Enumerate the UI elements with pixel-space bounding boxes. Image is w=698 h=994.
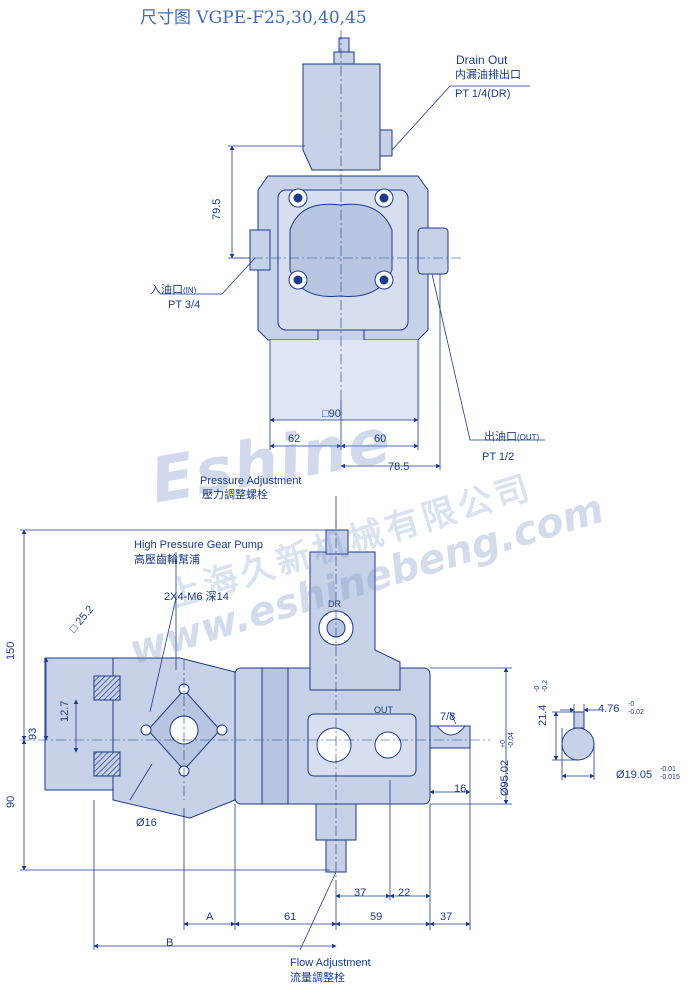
dim-79-5: 79.5 (211, 198, 223, 220)
dim-60: 60 (374, 433, 387, 445)
flow-adj-cn-label: 流量調整栓 (290, 972, 345, 984)
dim-dia-95-tol-up: +0 (500, 740, 507, 748)
drain-thread-label: PT 1/4(DR) (455, 88, 511, 100)
dim-37-lower: 37 (440, 911, 453, 923)
shaft-detail-circle (561, 727, 595, 761)
dim-21-4: 21.4 (537, 704, 549, 726)
dr-mark: DR (328, 599, 341, 609)
pressure-adj-label: Pressure Adjustment (200, 475, 302, 487)
front-view-pump (44, 529, 471, 873)
hp-pump-label: High Pressure Gear Pump (134, 539, 263, 551)
dim-62: 62 (288, 433, 301, 445)
shaft-detail-dims (552, 704, 600, 780)
dim-dia-16: Ø16 (136, 817, 157, 829)
screw-label: 2X4-M6 深14 (164, 591, 229, 603)
front-outlet-port (374, 731, 402, 759)
top-centerlines (235, 30, 462, 400)
dim-150: 150 (5, 641, 17, 660)
dim-square-90: □90 (322, 408, 341, 420)
dim-59: 59 (370, 911, 383, 923)
front-dimension-lines (20, 496, 512, 951)
dim-B: B (166, 937, 174, 949)
hp-pump-cn-label: 高壓齒輪幫浦 (134, 554, 200, 566)
dim-A: A (206, 911, 214, 923)
page-title: 尺寸图 VGPE-F25,30,40,45 (140, 8, 367, 28)
front-centerlines (20, 520, 490, 880)
top-bolts (288, 188, 394, 290)
outlet-cn-label: 出油口(OUT) (484, 431, 540, 443)
drain-out-cn-label: 内漏油排出口 (455, 69, 521, 81)
top-drain-port (379, 129, 393, 157)
out-mark: OUT (374, 705, 393, 715)
top-outlet-boss (417, 227, 449, 275)
dim-78-5: 78.5 (388, 461, 410, 473)
front-hatch-lower (93, 751, 121, 777)
dim-4-76-tol-up: -0 (628, 701, 635, 708)
dim-21-4-tol-dn: -0.2 (542, 679, 549, 692)
dim-12-7: 12.7 (59, 700, 71, 722)
dim-90: 90 (5, 795, 17, 808)
front-pressure-screw (325, 529, 349, 555)
dim-61: 61 (284, 911, 297, 923)
dim-7-8: 7/8 (440, 711, 456, 723)
dim-dia-19-05-tol-up: -0.01 (660, 766, 676, 773)
top-pressure-nut (333, 51, 355, 65)
inlet-cn-label: 入油口(IN) (150, 284, 197, 296)
front-compensator (309, 551, 401, 691)
front-outlet-port-large (316, 727, 352, 763)
front-shaft-key (435, 725, 467, 736)
front-main-ring (261, 667, 289, 805)
drain-out-label: Drain Out (456, 53, 508, 67)
dim-dia-19-05: Ø19.05 (616, 769, 653, 781)
dim-dia-95-tol-dn: -0.04 (508, 732, 515, 748)
dim-dia-95: Ø95.02 (499, 759, 511, 796)
dim-4-76-tol-dn: -0.02 (628, 709, 644, 716)
flow-adj-label: Flow Adjustment (290, 957, 371, 969)
pressure-adj-cn-label: 壓力調整螺栓 (202, 489, 268, 501)
front-hatch-upper (93, 675, 121, 701)
top-lower-shadow (270, 340, 420, 420)
shaft-detail-key (573, 711, 585, 729)
dim-22: 22 (398, 887, 411, 899)
dim-4-76: 4.76 (598, 703, 620, 715)
dim-37-upper: 37 (354, 887, 367, 899)
inlet-thread-label: PT 3/4 (168, 299, 201, 311)
dim-16: 16 (454, 783, 467, 795)
outlet-thread-label: PT 1/2 (482, 451, 515, 463)
top-dimension-lines (160, 85, 545, 470)
top-upper-housing (302, 63, 381, 171)
dim-93: 93 (27, 727, 39, 740)
dim-dia-19-05-tol-dn: -0.015 (660, 774, 680, 781)
top-inlet-boss (249, 229, 271, 271)
dim-21-4-tol-up: -0 (534, 685, 541, 692)
shaft-detail (561, 711, 595, 761)
